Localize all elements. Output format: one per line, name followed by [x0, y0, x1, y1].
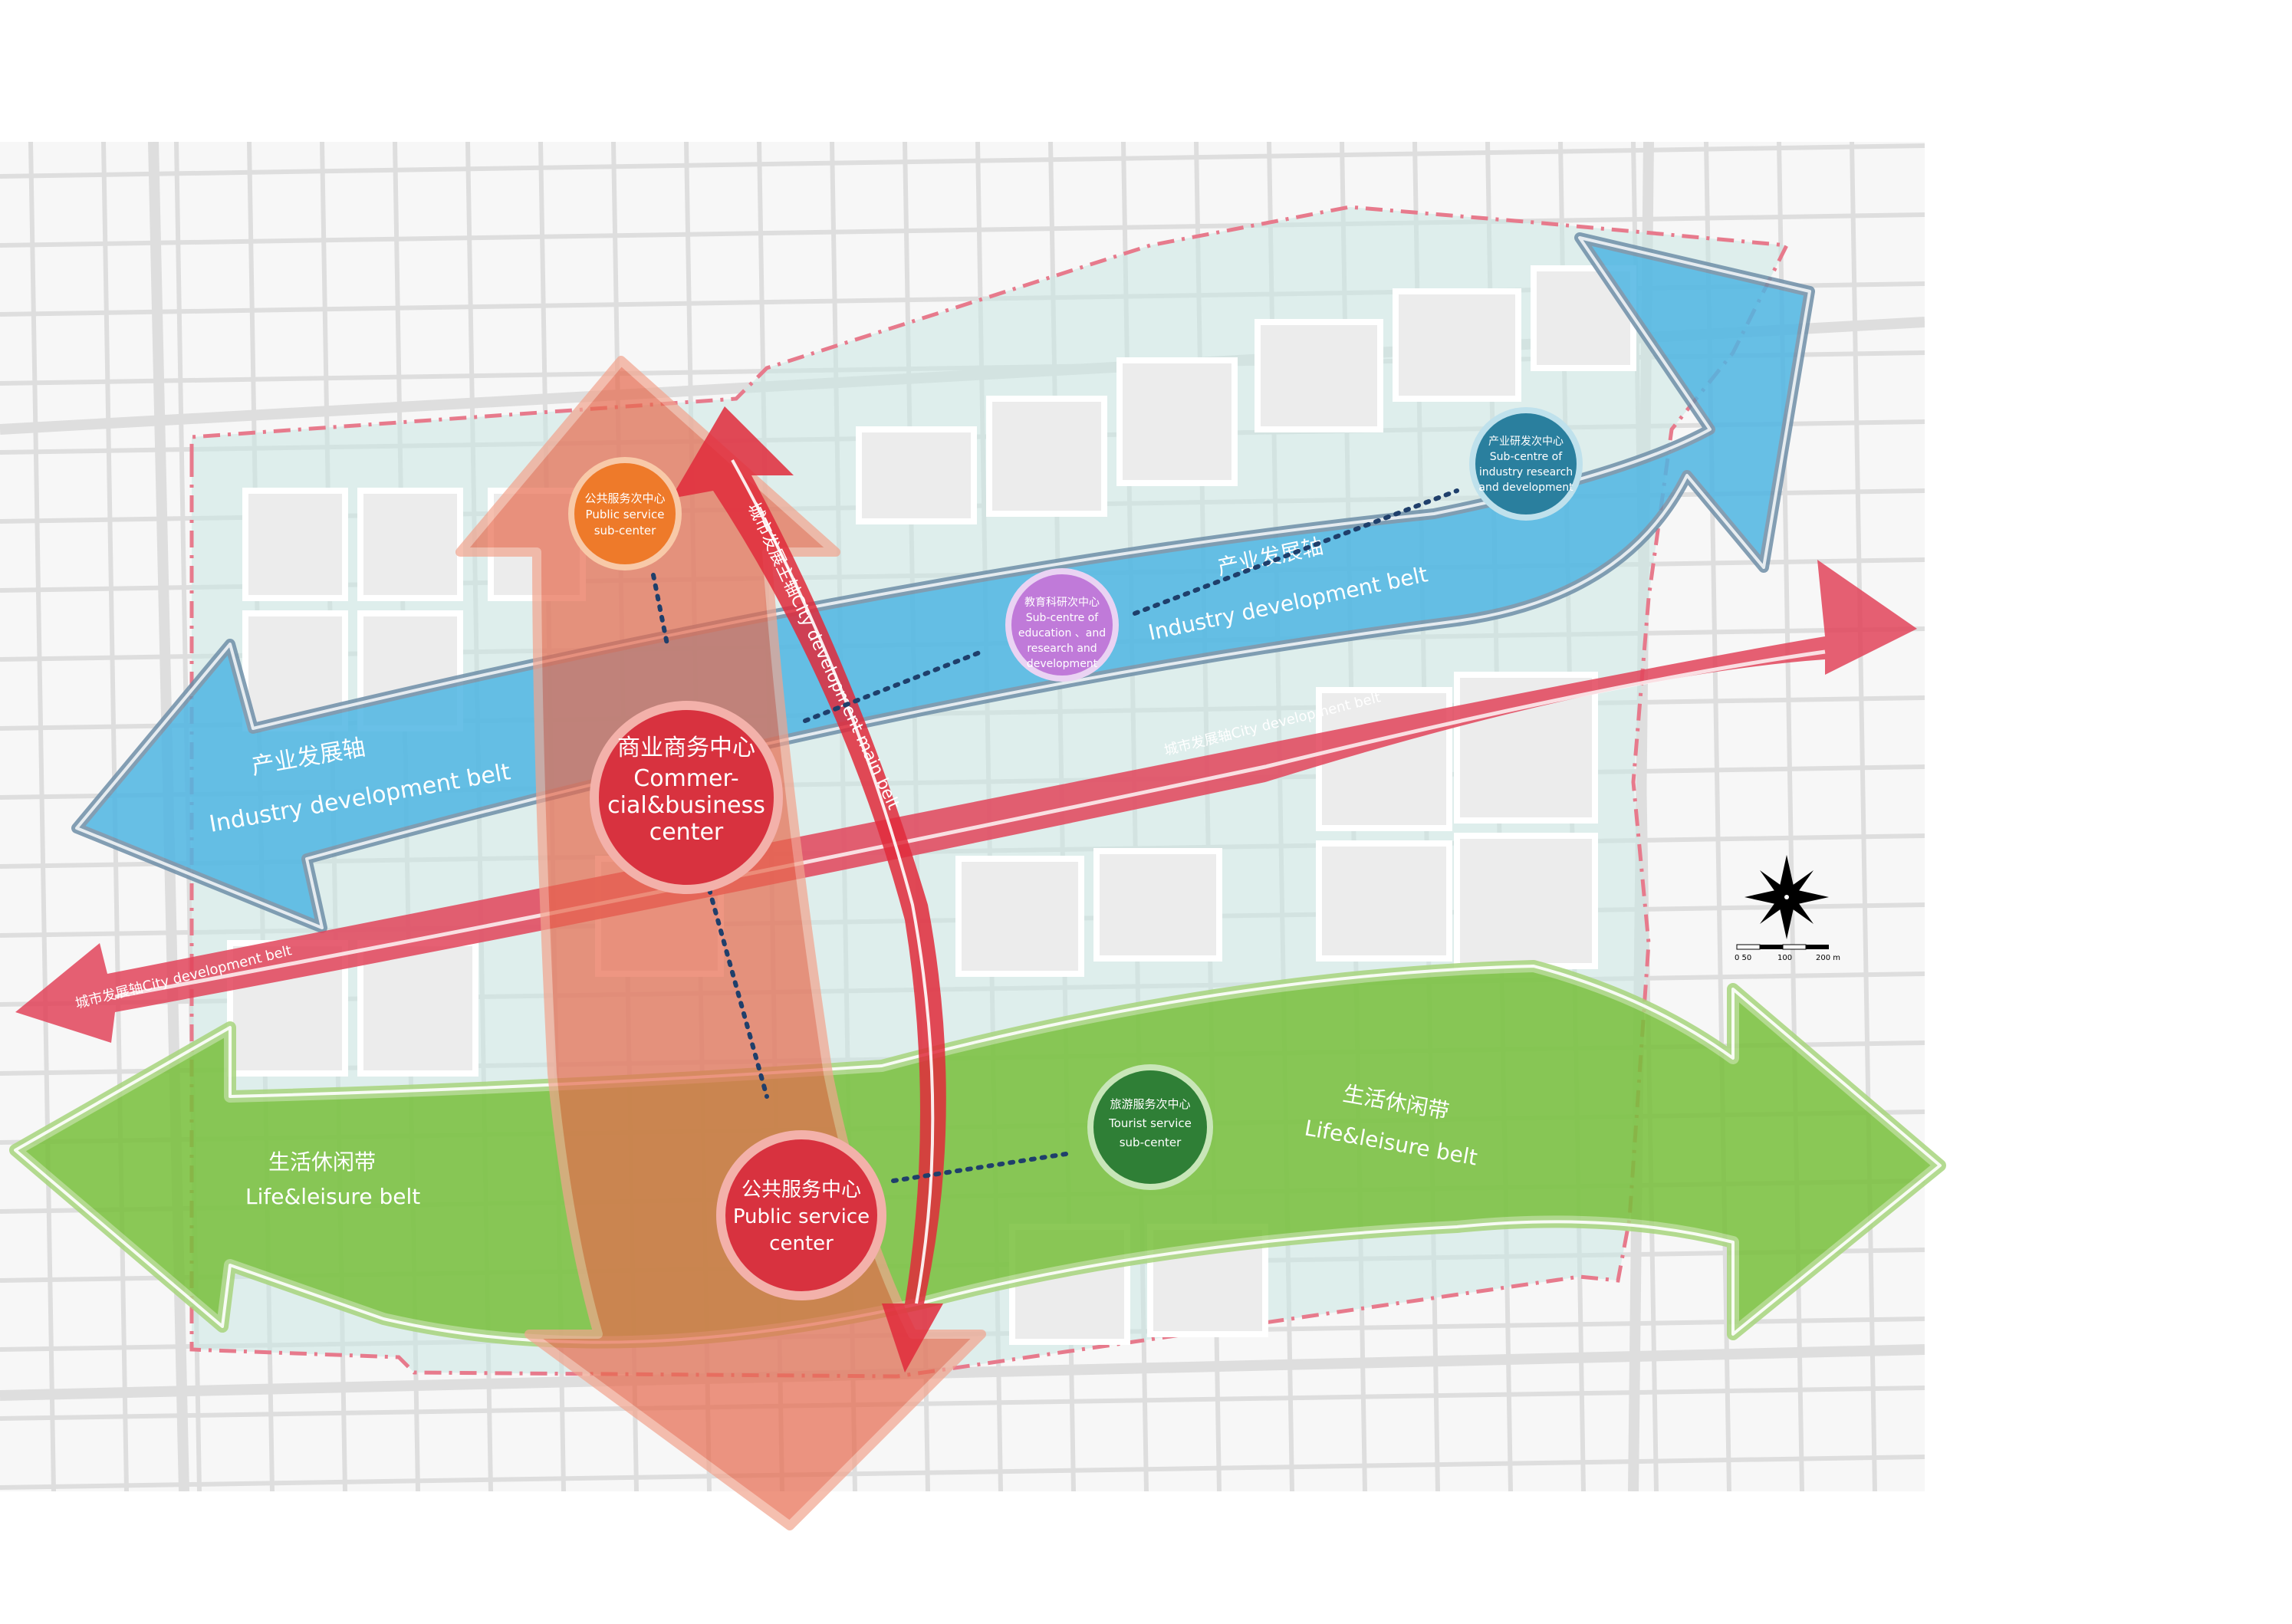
industry-research-sub-center: 产业研发次中心 Sub-centre of industry research …: [1469, 407, 1583, 521]
public-service-sub-center: 公共服务次中心 Public service sub-center: [568, 457, 682, 570]
svg-text:development: development: [1027, 658, 1098, 670]
connection-lines: [651, 488, 1459, 1183]
street-line: [1850, 142, 1877, 1491]
commercial-business-center: 商业商务中心 Commer- cial&business center: [590, 701, 783, 894]
svg-text:industry research: industry research: [1479, 466, 1573, 478]
svg-text:center: center: [769, 1232, 834, 1255]
svg-text:and development: and development: [1478, 482, 1573, 494]
leisure-left-cn: 生活休闲带: [268, 1149, 376, 1175]
street-line: [28, 142, 56, 1491]
street-line: [0, 1344, 1925, 1401]
education-research-sub-center: 教育科研次中心 Sub-centre of education 、and res…: [1005, 568, 1119, 682]
svg-text:Tourist service: Tourist service: [1108, 1116, 1192, 1130]
svg-text:公共服务中心: 公共服务中心: [742, 1179, 861, 1202]
svg-text:cial&business: cial&business: [607, 792, 765, 819]
street-line: [0, 1386, 1925, 1421]
tourist-service-sub-center: 旅游服务次中心 Tourist service sub-center: [1087, 1064, 1213, 1190]
city-development-belt: [15, 560, 1917, 1043]
svg-text:Public service: Public service: [733, 1205, 870, 1228]
svg-text:center: center: [649, 819, 724, 846]
site-boundary: [189, 205, 1790, 1379]
svg-text:0 50: 0 50: [1735, 954, 1751, 962]
svg-text:Public service: Public service: [586, 508, 665, 521]
svg-text:产业研发次中心: 产业研发次中心: [1488, 436, 1564, 448]
svg-text:100: 100: [1777, 954, 1792, 962]
svg-text:公共服务次中心: 公共服务次中心: [584, 491, 665, 505]
street-line: [0, 1455, 1925, 1490]
svg-text:education 、and: education 、and: [1018, 627, 1106, 639]
svg-text:Sub-centre of: Sub-centre of: [1026, 612, 1099, 624]
svg-text:sub-center: sub-center: [1120, 1136, 1182, 1149]
svg-text:商业商务中心: 商业商务中心: [617, 735, 755, 761]
svg-text:Commer-: Commer-: [633, 765, 738, 792]
svg-text:sub-center: sub-center: [594, 524, 656, 537]
center-nodes: 商业商务中心 Commer- cial&business center 公共服务…: [568, 407, 1583, 1300]
svg-text:200 m: 200 m: [1816, 954, 1840, 962]
public-service-center: 公共服务中心 Public service center: [716, 1130, 886, 1300]
compass-icon: [1744, 855, 1829, 939]
street-line: [0, 212, 1925, 248]
svg-text:research and: research and: [1027, 643, 1097, 655]
leisure-left-en: Life&leisure belt: [245, 1184, 420, 1209]
svg-text:教育科研次中心: 教育科研次中心: [1024, 597, 1100, 609]
svg-text:旅游服务次中心: 旅游服务次中心: [1110, 1097, 1190, 1111]
scale-bar: 0 50 100 200 m: [1735, 944, 1840, 962]
industry-development-belt: [71, 232, 1815, 933]
street-line: [0, 143, 1925, 179]
city-development-main-belt: [671, 406, 946, 1373]
svg-text:Sub-centre of: Sub-centre of: [1490, 451, 1563, 463]
